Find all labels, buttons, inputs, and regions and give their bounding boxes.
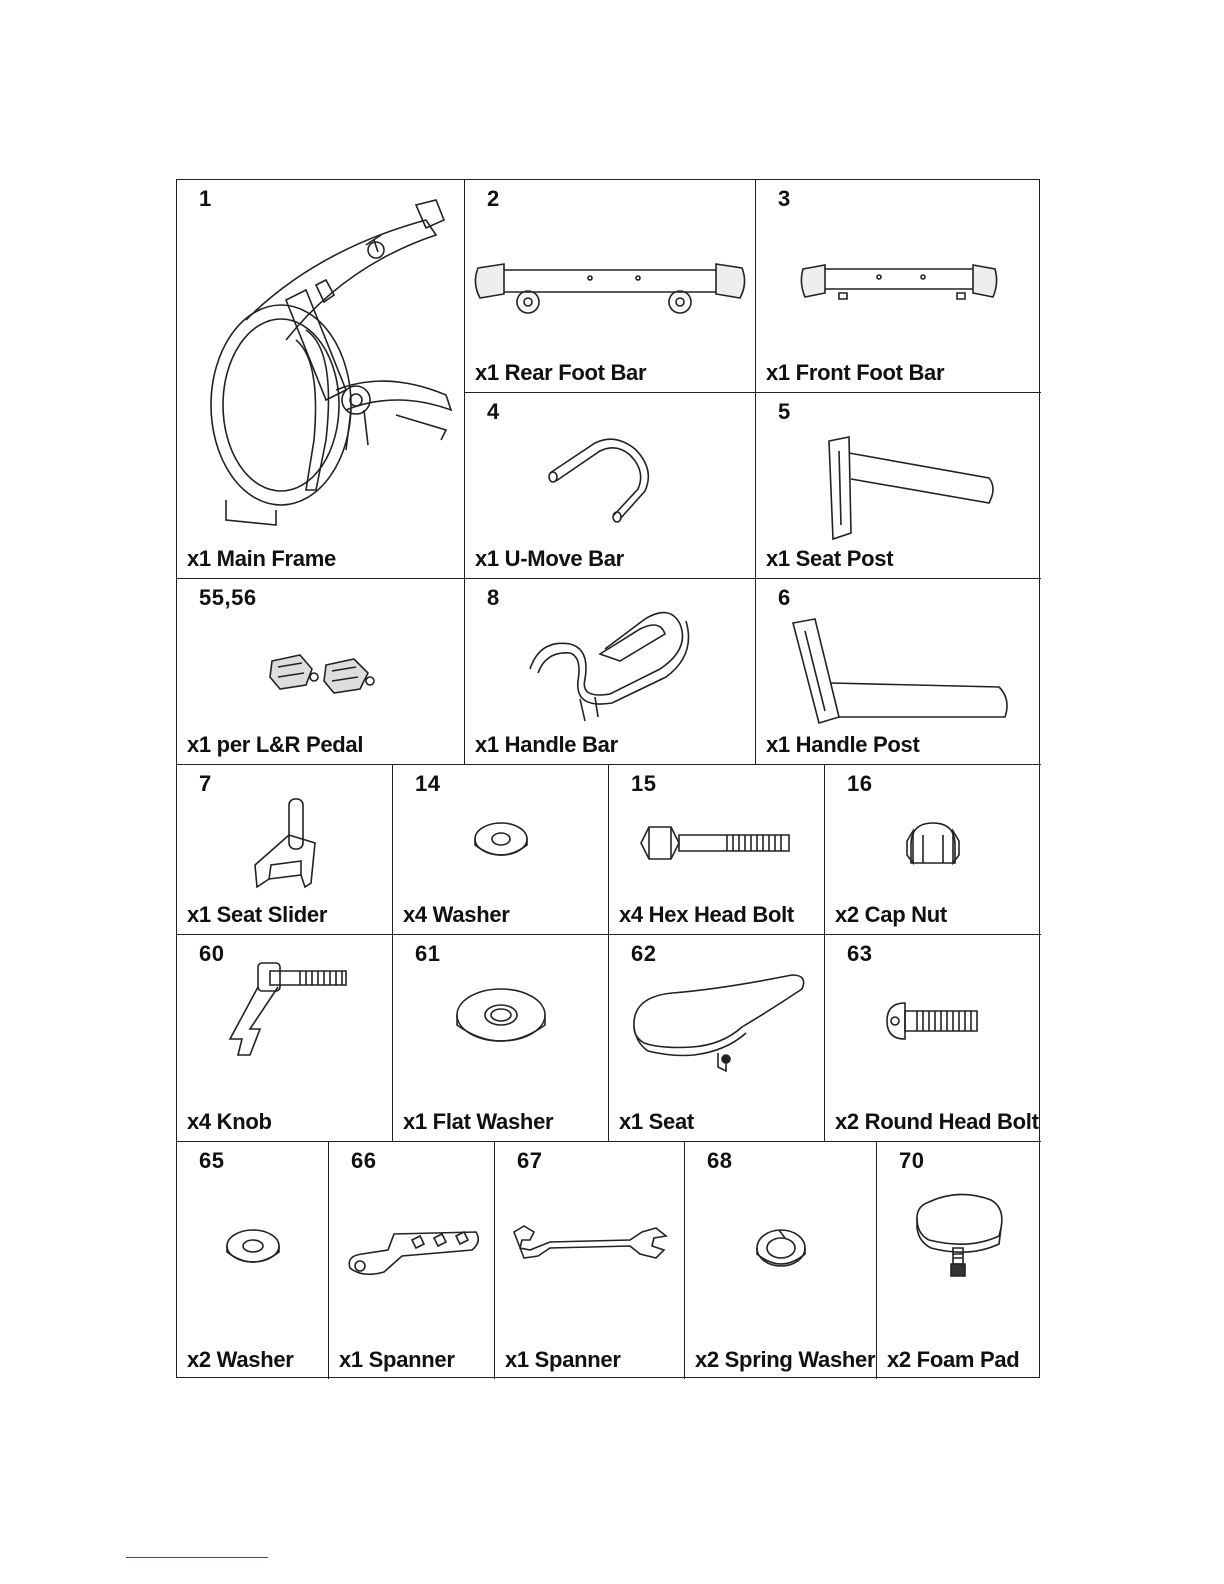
front-foot-bar-illustration — [756, 255, 1041, 310]
part-number: 16 — [847, 771, 873, 796]
main-frame-illustration — [177, 190, 464, 530]
part-number: 63 — [847, 941, 873, 966]
part-cell-pedal: 55,56 x1 per L&R Pedal — [177, 579, 465, 765]
cap-nut-illustration — [825, 819, 1041, 869]
part-cell-seat-slider: 7 x1 Seat Slider — [177, 765, 393, 935]
part-cell-u-move-bar: 4 x1 U-Move Bar — [465, 393, 756, 579]
part-number: 55,56 — [199, 585, 257, 610]
part-number: 68 — [707, 1148, 733, 1173]
flat-washer-illustration — [393, 985, 608, 1057]
spanner-66-illustration — [329, 1222, 494, 1282]
part-number: 67 — [517, 1148, 543, 1173]
part-cell-knob: 60 x4 Knob — [177, 935, 393, 1142]
part-label: x1 Main Frame — [187, 546, 336, 571]
foam-pad-illustration — [877, 1188, 1041, 1298]
part-label: x1 Spanner — [505, 1347, 621, 1372]
part-label: x1 Flat Washer — [403, 1109, 554, 1134]
part-label: x4 Washer — [403, 902, 510, 927]
part-number: 70 — [899, 1148, 925, 1173]
parts-grid: 1 — [176, 179, 1041, 1379]
part-cell-front-foot-bar: 3 x1 Front Foot Bar — [756, 180, 1041, 393]
part-label: x2 Foam Pad — [887, 1347, 1020, 1372]
part-label: x1 U-Move Bar — [475, 546, 624, 571]
part-number: 61 — [415, 941, 441, 966]
washer-14-illustration — [393, 817, 608, 867]
part-cell-handle-bar: 8 x1 Handle Bar — [465, 579, 756, 765]
handle-bar-illustration — [465, 599, 755, 729]
part-label: x1 per L&R Pedal — [187, 732, 364, 757]
part-label: x1 Rear Foot Bar — [475, 360, 647, 385]
pedal-illustration — [177, 647, 464, 697]
spring-washer-illustration — [685, 1226, 876, 1274]
washer-65-illustration — [177, 1226, 328, 1274]
part-cell-cap-nut: 16 x2 Cap Nut — [825, 765, 1041, 935]
spanner-67-illustration — [495, 1218, 684, 1268]
part-label: x2 Washer — [187, 1347, 294, 1372]
round-head-bolt-illustration — [825, 999, 1041, 1043]
knob-illustration — [177, 955, 392, 1065]
part-label: x2 Cap Nut — [835, 902, 947, 927]
rear-foot-bar-illustration — [465, 250, 755, 320]
part-cell-foam-pad: 70 x2 Foam Pad — [877, 1142, 1041, 1379]
part-label: x1 Seat Post — [766, 546, 894, 571]
part-label: x4 Hex Head Bolt — [619, 902, 794, 927]
handle-post-illustration — [756, 617, 1041, 727]
part-label: x4 Knob — [187, 1109, 272, 1134]
footer-rule — [126, 1557, 268, 1558]
part-number: 65 — [199, 1148, 225, 1173]
part-label: x1 Handle Post — [766, 732, 920, 757]
part-cell-spanner-67: 67 x1 Spanner — [495, 1142, 685, 1379]
part-number: 60 — [199, 941, 225, 966]
part-number: 2 — [487, 186, 500, 211]
part-number: 62 — [631, 941, 657, 966]
part-cell-spring-washer: 68 x2 Spring Washer — [685, 1142, 877, 1379]
part-cell-spanner-66: 66 x1 Spanner — [329, 1142, 495, 1379]
part-cell-round-head-bolt: 63 x2 Round Head Bolt — [825, 935, 1041, 1142]
part-label: x2 Spring Washer — [695, 1347, 876, 1372]
seat-post-illustration — [756, 433, 1041, 543]
part-number: 8 — [487, 585, 500, 610]
part-number: 4 — [487, 399, 500, 424]
part-cell-seat: 62 x1 Seat — [609, 935, 825, 1142]
part-cell-washer-14: 14 x4 Washer — [393, 765, 609, 935]
part-cell-washer-65: 65 x2 Washer — [177, 1142, 329, 1379]
part-label: x1 Front Foot Bar — [766, 360, 945, 385]
part-number: 66 — [351, 1148, 377, 1173]
part-label: x1 Seat Slider — [187, 902, 328, 927]
part-label: x1 Handle Bar — [475, 732, 618, 757]
seat-illustration — [609, 967, 824, 1077]
part-cell-main-frame: 1 — [177, 180, 465, 579]
part-cell-flat-washer: 61 x1 Flat Washer — [393, 935, 609, 1142]
part-number: 15 — [631, 771, 657, 796]
part-number: 14 — [415, 771, 441, 796]
u-move-bar-illustration — [465, 431, 755, 531]
part-number: 6 — [778, 585, 791, 610]
part-cell-hex-head-bolt: 15 x4 Hex Head Bolt — [609, 765, 825, 935]
part-label: x1 Spanner — [339, 1347, 455, 1372]
part-number: 3 — [778, 186, 791, 211]
part-cell-handle-post: 6 x1 Handle Post — [756, 579, 1041, 765]
part-label: x1 Seat — [619, 1109, 694, 1134]
part-number: 1 — [199, 186, 212, 211]
part-cell-rear-foot-bar: 2 x1 Rear Foot Bar — [465, 180, 756, 393]
part-number: 7 — [199, 771, 212, 796]
part-label: x2 Round Head Bolt — [835, 1109, 1039, 1134]
part-cell-seat-post: 5 x1 Seat Post — [756, 393, 1041, 579]
hex-head-bolt-illustration — [609, 821, 824, 865]
part-number: 5 — [778, 399, 791, 424]
seat-slider-illustration — [177, 795, 392, 895]
